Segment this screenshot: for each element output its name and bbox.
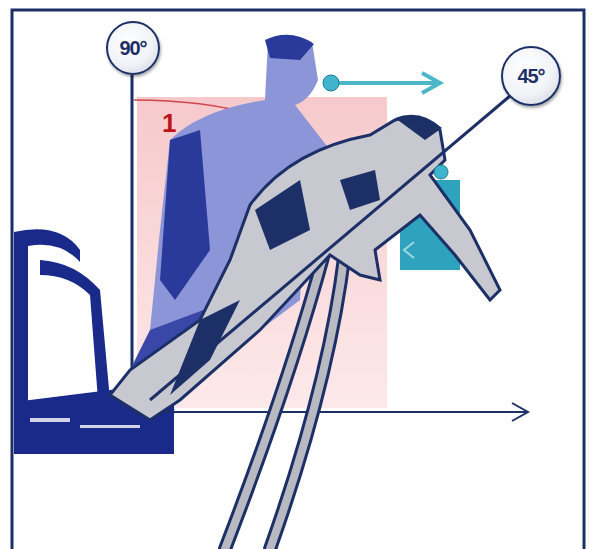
frame: [12, 10, 584, 549]
angle-value: 45°: [517, 65, 544, 88]
vertical-axis: [131, 75, 134, 412]
angle-badge: 45°: [501, 46, 561, 106]
angle-badge: 90°: [106, 21, 160, 75]
angle-line: [150, 96, 510, 400]
angle-value: 90°: [119, 37, 146, 60]
motion-arrow: [332, 81, 436, 85]
horizontal-axis: [132, 411, 526, 413]
callout-number: 1: [162, 110, 176, 136]
